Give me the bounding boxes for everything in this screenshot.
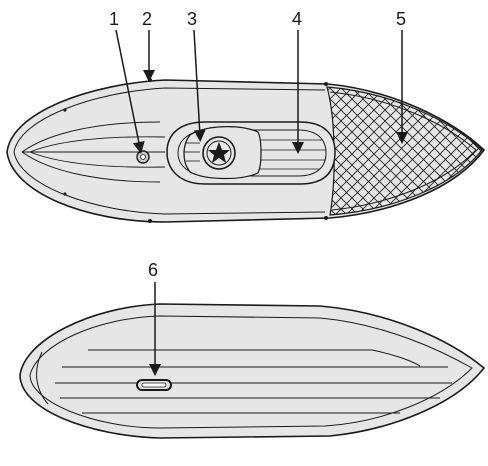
bottom-stern-curve bbox=[36, 351, 49, 405]
seat-lines bbox=[184, 142, 200, 162]
bottom-hull bbox=[19, 303, 486, 439]
cargo-net bbox=[326, 86, 483, 216]
callout-5-label: 5 bbox=[396, 9, 406, 29]
air-valve-inner bbox=[140, 154, 146, 160]
callout-6-label: 6 bbox=[148, 260, 158, 280]
kayak-top-view bbox=[6, 78, 486, 223]
bottom-ribs bbox=[55, 349, 452, 414]
kayak-bottom-view bbox=[19, 303, 486, 439]
top-bow-lines bbox=[21, 121, 166, 183]
callout-3-arrow bbox=[193, 29, 206, 142]
top-deck-edge bbox=[13, 87, 326, 215]
drain-port-inner bbox=[141, 382, 167, 388]
callout-1-label: 1 bbox=[109, 9, 119, 29]
callouts: 1 2 3 4 5 6 bbox=[109, 9, 408, 376]
cargo-net-cord bbox=[329, 91, 477, 211]
callout-2-label: 2 bbox=[142, 9, 152, 29]
cockpit-floor-lines bbox=[250, 139, 326, 170]
callout-3-label: 3 bbox=[187, 9, 197, 29]
callout-4-label: 4 bbox=[292, 9, 302, 29]
callout-1-arrow bbox=[115, 29, 145, 154]
bottom-inner-edge bbox=[29, 315, 473, 429]
star-icon bbox=[208, 142, 230, 163]
